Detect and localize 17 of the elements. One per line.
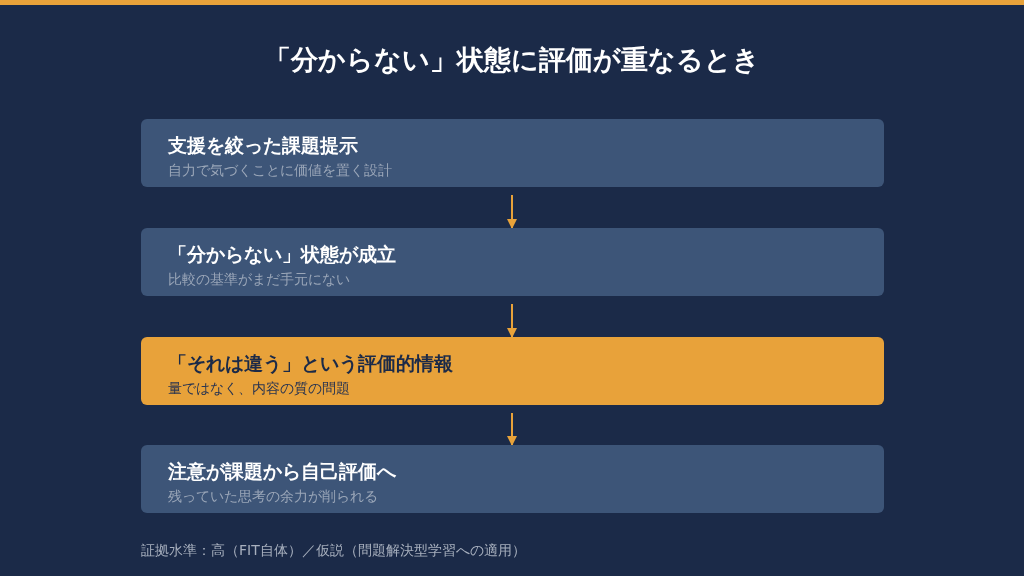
step-heading: 注意が課題から自己評価へ bbox=[168, 459, 396, 484]
step-description: 量ではなく、内容の質の問題 bbox=[168, 380, 350, 398]
step-box bbox=[141, 445, 884, 513]
step-description: 自力で気づくことに価値を置く設計 bbox=[168, 162, 392, 180]
step-heading: 支援を絞った課題提示 bbox=[168, 133, 358, 158]
arrow bbox=[507, 303, 517, 338]
step-box bbox=[141, 337, 884, 405]
arrow bbox=[507, 194, 517, 229]
step-description: 残っていた思考の余力が削られる bbox=[168, 488, 378, 506]
evidence-note: 証拠水準：高（FIT自体）／仮説（問題解決型学習への適用） bbox=[141, 542, 526, 560]
step-heading: 「それは違う」という評価的情報 bbox=[168, 351, 453, 376]
step-description: 比較の基準がまだ手元にない bbox=[168, 271, 350, 289]
title: 「分からない」状態に評価が重なるとき bbox=[263, 43, 761, 77]
arrow bbox=[507, 412, 517, 446]
step-heading: 「分からない」状態が成立 bbox=[168, 242, 396, 267]
step-box bbox=[141, 119, 884, 187]
step-box bbox=[141, 228, 884, 296]
